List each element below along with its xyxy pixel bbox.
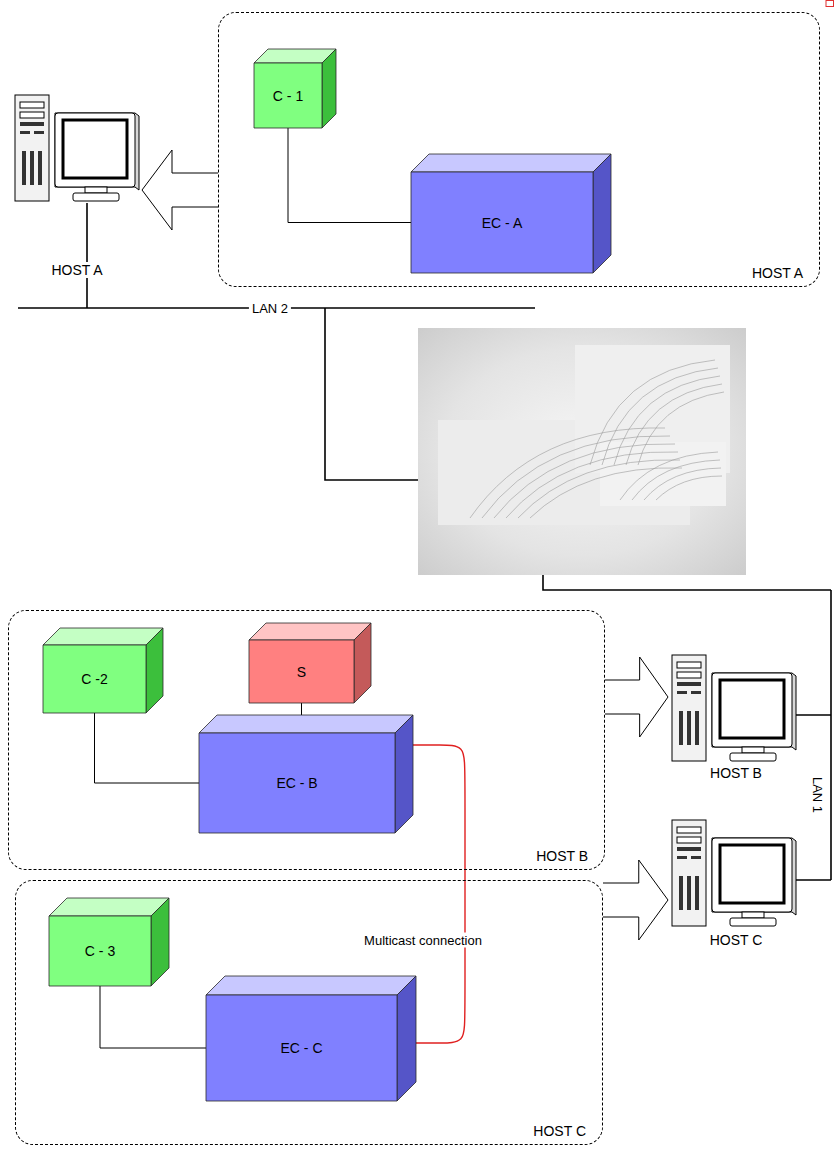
cube-face: [395, 715, 413, 833]
host-label: HOST B: [708, 765, 764, 781]
lan-drop: [796, 879, 831, 881]
cube-face: [49, 916, 151, 986]
computer-icon: [672, 820, 796, 926]
cube-face: [206, 976, 416, 995]
corner-mark: [826, 1, 834, 7]
cube-face: [411, 172, 593, 273]
component-cube: EC - B: [199, 715, 413, 833]
component-cube: S: [249, 623, 371, 703]
component-label: C - 3: [85, 943, 115, 959]
connector-line: [100, 986, 206, 1048]
cloud-piece: [600, 442, 726, 506]
component-label: EC - B: [276, 775, 317, 791]
component-label: EC - C: [281, 1040, 323, 1056]
cube-face: [411, 154, 611, 172]
multicast-link: [413, 745, 465, 1043]
lan-wiring: [18, 203, 831, 880]
connector-line: [95, 713, 200, 783]
lan-link: [543, 575, 831, 590]
cube-face: [151, 898, 169, 986]
region-label: HOST C: [533, 1123, 586, 1139]
cube-shape: [411, 154, 611, 273]
host-computer: HOST A: [12, 92, 142, 278]
network-label: LAN 2: [249, 301, 291, 316]
cube-face: [397, 976, 416, 1101]
hollow-arrow: [142, 150, 218, 230]
component-cube: EC - C: [206, 976, 416, 1101]
lan-drop: [86, 203, 88, 308]
cube-face: [43, 645, 146, 713]
cube-face: [206, 995, 397, 1101]
cube-shape: [199, 715, 413, 833]
connector-line: [301, 703, 302, 715]
cube-face: [354, 623, 371, 703]
cloud-illustration: [418, 328, 746, 575]
cube-shape: [49, 898, 169, 986]
host-label: HOST A: [49, 262, 104, 278]
region-label: HOST B: [536, 848, 588, 864]
cube-shape: [206, 976, 416, 1101]
hollow-arrow: [605, 657, 668, 737]
host-computer: HOST C: [668, 818, 804, 948]
cube-shape: [249, 623, 371, 703]
lan-line: [830, 590, 832, 880]
cube-face: [322, 49, 336, 128]
cloud-hatching: [470, 360, 724, 518]
cube-face: [593, 154, 611, 273]
component-label: C -2: [81, 671, 107, 687]
component-cube: C - 1: [254, 49, 336, 128]
cube-shape: [43, 628, 163, 713]
network-label: LAN 1: [810, 774, 825, 816]
cube-face: [49, 898, 169, 916]
cube-face: [249, 640, 354, 703]
host-region: HOST C C - 3 EC - C: [15, 880, 603, 1145]
component-label: C - 1: [273, 88, 303, 104]
cube-face: [43, 628, 163, 645]
connector-label: Multicast connection: [361, 933, 485, 948]
host-region: HOST A C - 1 EC - A: [218, 12, 820, 287]
host-label: HOST C: [708, 932, 765, 948]
computer-icon: [15, 95, 139, 201]
host-region: HOST B C -2 S EC - B: [8, 610, 605, 870]
computer-icon: [672, 655, 796, 761]
component-cube: C -2: [43, 628, 163, 713]
component-label: S: [297, 664, 306, 680]
cube-face: [249, 623, 371, 640]
cube-face: [199, 733, 395, 833]
connector-line: [288, 128, 411, 223]
host-computer: HOST B: [668, 653, 804, 781]
component-label: EC - A: [482, 215, 522, 231]
cube-face: [146, 628, 163, 713]
lan-link: [325, 308, 418, 480]
hollow-arrow: [603, 860, 668, 940]
lan-drop: [796, 714, 831, 716]
cube-face: [199, 715, 413, 733]
component-cube: EC - A: [411, 154, 611, 273]
cube-face: [254, 63, 322, 128]
region-label: HOST A: [752, 265, 803, 281]
cloud-ground: [418, 328, 746, 575]
component-cube: C - 3: [49, 898, 169, 986]
